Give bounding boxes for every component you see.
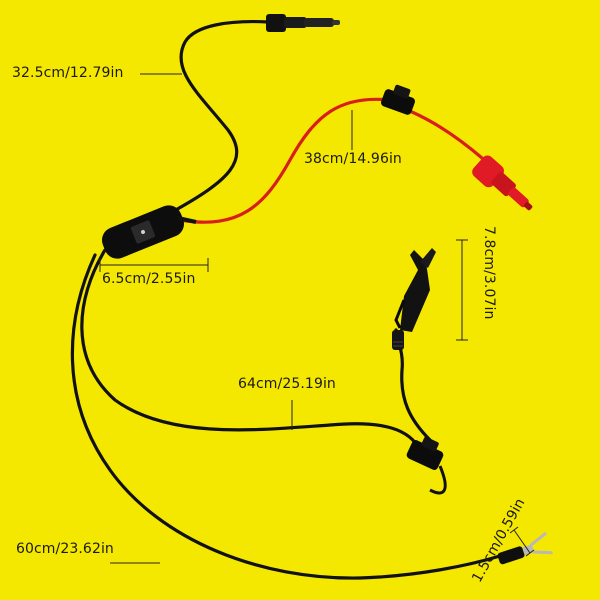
- dimension-lines: [99, 73, 535, 564]
- black-cable-clip: [80, 248, 422, 452]
- rocker-switch-icon: [101, 205, 185, 259]
- alligator-clip-icon: [392, 248, 436, 350]
- label-clip-cable-length: 64cm/25.19in: [238, 376, 336, 392]
- label-switch-length: 6.5cm/2.55in: [102, 271, 196, 287]
- red-cable: [178, 97, 392, 224]
- label-bottom-cable-length: 60cm/23.62in: [16, 541, 114, 557]
- fuse-loop: [429, 465, 447, 495]
- switch-wire-stub: [177, 216, 197, 224]
- fuse-holder-clip-icon: [406, 436, 444, 470]
- black-cable-bottom: [70, 253, 502, 580]
- red-cable-end: [410, 110, 484, 160]
- banana-plug-red-icon: [472, 155, 533, 211]
- black-cable-top: [170, 20, 270, 214]
- label-red-cable-length: 38cm/14.96in: [304, 151, 402, 167]
- banana-plug-icon: [266, 14, 340, 32]
- label-top-cable-length: 32.5cm/12.79in: [12, 65, 124, 81]
- fuse-holder-icon: [381, 84, 415, 115]
- label-clip-length: 7.8cm/3.07in: [481, 226, 497, 320]
